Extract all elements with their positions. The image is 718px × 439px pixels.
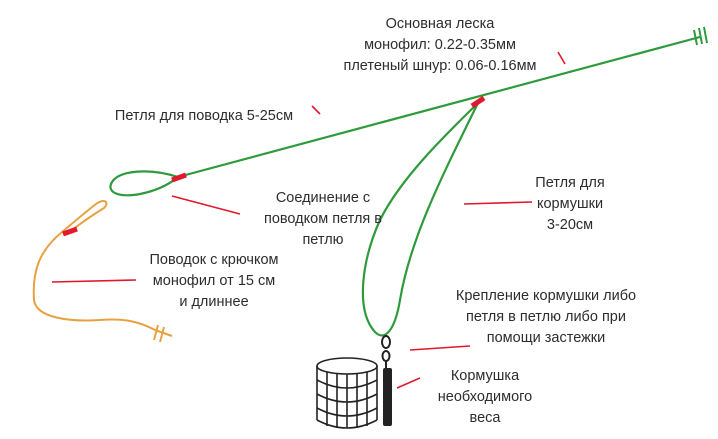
feeder-loop-knot — [470, 95, 486, 109]
main-line — [177, 35, 701, 179]
hook-leader-knot — [62, 226, 78, 237]
leader-loop — [109, 170, 179, 197]
label-main-line-1: Основная леска — [385, 16, 495, 32]
feeder-cage-icon — [316, 357, 378, 429]
label-loop-connection-3: петлю — [302, 232, 344, 248]
label-loop-connection-1: Соединение с — [275, 190, 371, 206]
label-feeder-attachment-3: помощи застежки — [486, 330, 606, 346]
pointer-leader-loop — [311, 105, 321, 115]
pointer-feeder-loop — [463, 201, 533, 205]
label-main-line-3: плетеный шнур: 0.06-0.16мм — [343, 58, 537, 74]
label-feeder-1: Кормушка — [450, 368, 520, 384]
pointer-feeder-attachment — [409, 345, 471, 351]
label-feeder-2: необходимого — [437, 389, 533, 405]
label-feeder: Кормушка необходимого веса — [430, 366, 540, 429]
label-main-line-2: монофил: 0.22-0.35мм — [364, 37, 516, 53]
label-feeder-3: веса — [469, 410, 501, 426]
label-feeder-loop-3: 3-20см — [546, 217, 594, 233]
leader-loop-knot — [171, 172, 187, 183]
label-hook-leader: Поводок с крючком монофил от 15 см и дли… — [134, 250, 294, 313]
pointer-main-line — [557, 51, 566, 65]
label-main-line: Основная леска монофил: 0.22-0.35мм плет… — [330, 14, 550, 77]
main-line-end-icon — [693, 26, 708, 46]
label-loop-connection: Соединение с поводком петля в петлю — [248, 188, 398, 251]
label-loop-connection-2: поводком петля в — [263, 211, 383, 227]
label-leader-loop: Петля для поводка 5-25см — [104, 106, 304, 127]
label-feeder-loop-2: кормушки — [536, 196, 604, 212]
hook-leader — [32, 200, 156, 331]
pointer-feeder — [396, 377, 421, 389]
swivel-snap-icon — [381, 335, 391, 368]
label-hook-leader-3: и длиннее — [179, 294, 249, 310]
pointer-hook-leader — [51, 279, 137, 283]
label-feeder-attachment: Крепление кормушки либо петля в петлю ли… — [446, 286, 646, 349]
label-feeder-attachment-2: петля в петлю либо при — [466, 309, 626, 325]
label-feeder-loop-1: Петля для — [535, 175, 605, 191]
label-feeder-loop: Петля для кормушки 3-20см — [520, 173, 620, 236]
pointer-loop-connection — [171, 195, 241, 215]
label-feeder-attachment-1: Крепление кормушки либо — [455, 288, 637, 304]
feeder-weight-icon — [383, 368, 392, 426]
feeder-loop — [361, 102, 479, 337]
label-hook-leader-2: монофил от 15 см — [152, 273, 276, 289]
label-leader-loop-1: Петля для поводка 5-25см — [114, 108, 294, 124]
hook-icon — [153, 324, 173, 343]
label-hook-leader-1: Поводок с крючком — [149, 252, 279, 268]
